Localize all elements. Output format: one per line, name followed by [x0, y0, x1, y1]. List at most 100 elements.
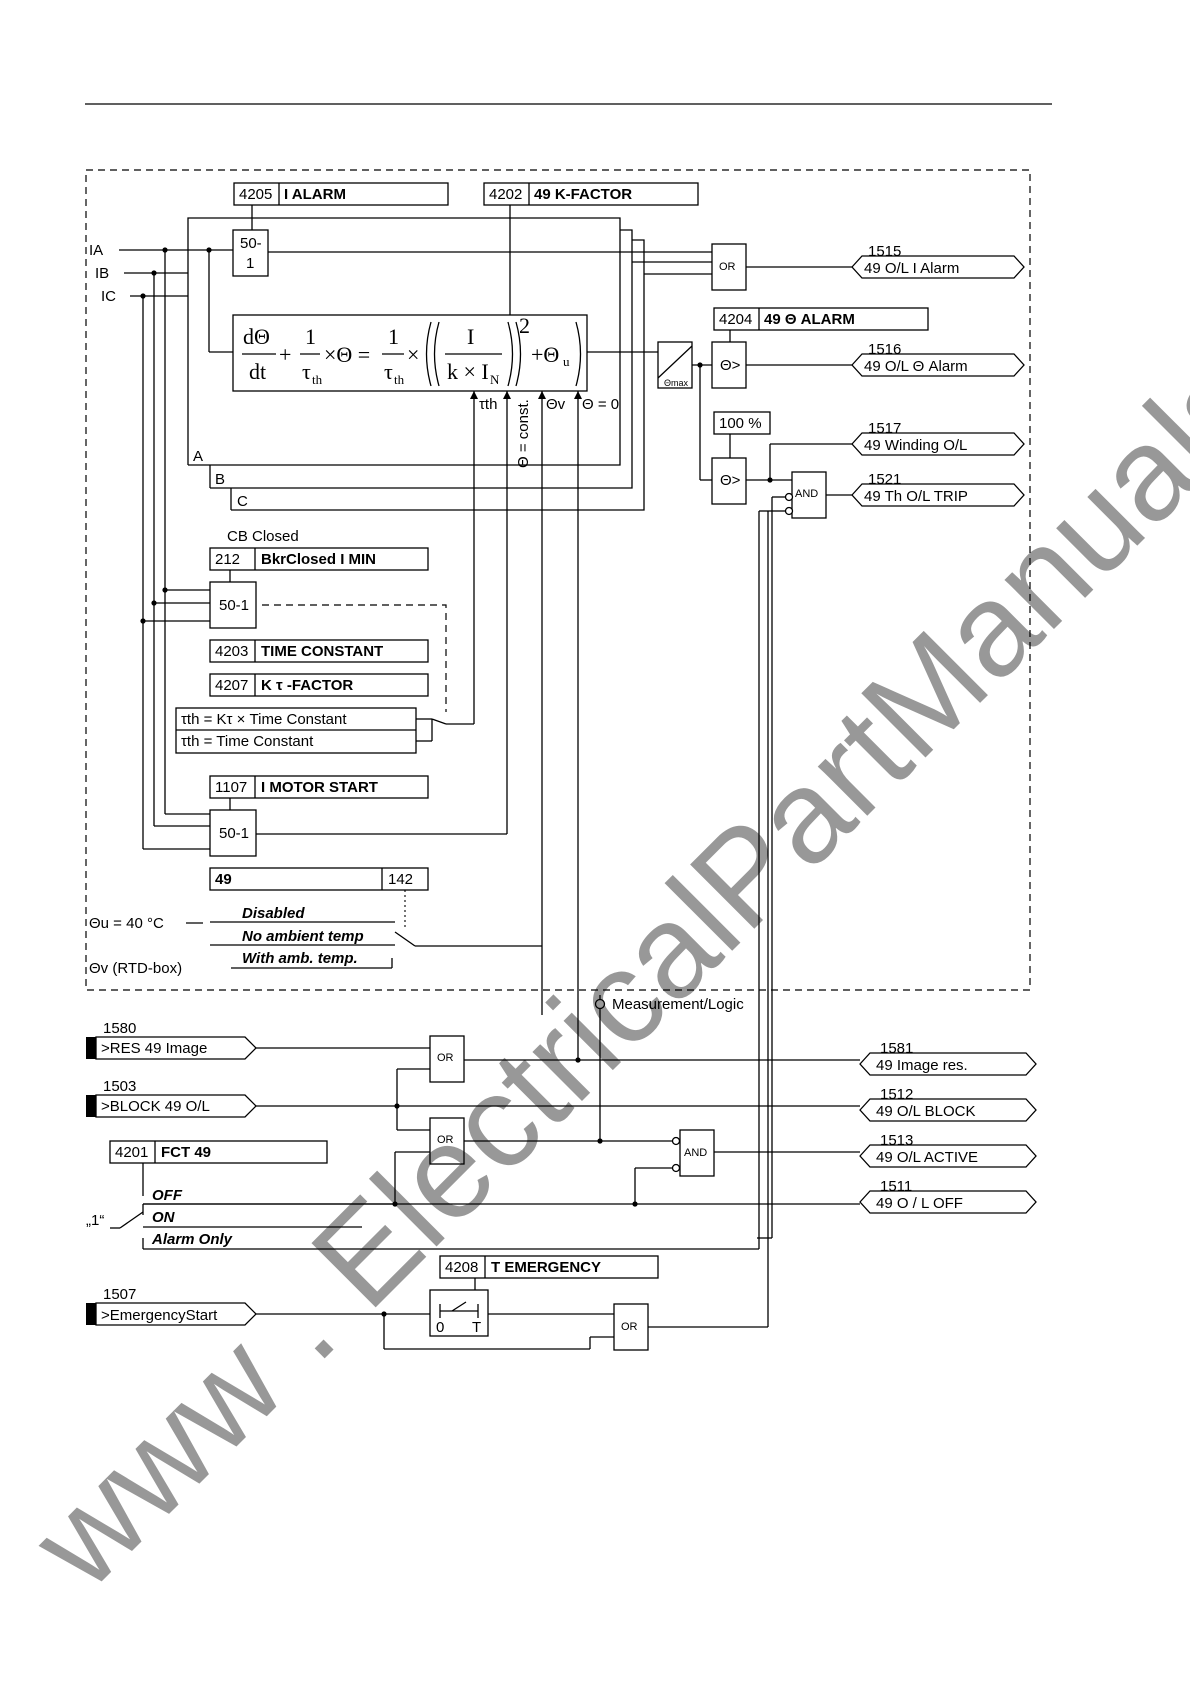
svg-text:49: 49 — [215, 871, 232, 888]
svg-text:+Θ: +Θ — [531, 342, 559, 367]
svg-text:I MOTOR START: I MOTOR START — [261, 779, 378, 796]
svg-text:dt: dt — [249, 359, 266, 384]
param-i-motor-start: 1107 I MOTOR START — [209, 775, 429, 810]
svg-text:dΘ: dΘ — [243, 324, 270, 349]
svg-text:×Θ =: ×Θ = — [324, 342, 370, 367]
param-time-constant: 4203 TIME CONSTANT — [209, 639, 429, 663]
svg-text:49 Image res.: 49 Image res. — [876, 1057, 968, 1074]
svg-text:I ALARM: I ALARM — [284, 186, 346, 203]
svg-text:„1“: „1“ — [86, 1212, 104, 1229]
fifty-1-motor-start: 50-1 — [143, 809, 507, 857]
output-1517: 1517 49 Winding O/L — [851, 420, 1025, 456]
svg-text:49 Θ ALARM: 49 Θ ALARM — [764, 311, 855, 328]
svg-text:49 O/L Θ Alarm: 49 O/L Θ Alarm — [864, 358, 968, 375]
svg-text:100 %: 100 % — [719, 415, 762, 432]
svg-text:>BLOCK 49 O/L: >BLOCK 49 O/L — [101, 1098, 210, 1115]
theta-gt-trip: Θ> — [711, 443, 852, 505]
output-1521: 1521 49 Th O/L TRIP — [851, 471, 1025, 507]
param-49-mode: 49 142 — [209, 867, 429, 930]
and-gate-trip: AND — [757, 471, 852, 1314]
svg-text:With amb. temp.: With amb. temp. — [242, 950, 358, 967]
svg-text:2: 2 — [519, 313, 530, 338]
svg-text:1503: 1503 — [103, 1078, 136, 1095]
svg-text:4207: 4207 — [215, 677, 248, 694]
binary-input-block-49: 1503 >BLOCK 49 O/L — [86, 1078, 860, 1131]
output-1513: 1513 49 O/L ACTIVE — [859, 1132, 1037, 1168]
svg-text:No ambient temp: No ambient temp — [242, 928, 364, 945]
svg-text:1: 1 — [246, 255, 254, 272]
svg-text:OR: OR — [621, 1321, 638, 1333]
output-1512: 1512 49 O/L BLOCK — [859, 1086, 1037, 1122]
theta-max-block: Θmax — [657, 341, 712, 481]
theta-zero-label: Θ = 0 — [582, 396, 619, 413]
svg-text:50-1: 50-1 — [219, 825, 249, 842]
fifty-1-i-alarm: 50- 1 — [232, 205, 712, 277]
measurement-logic-label: Measurement/Logic — [612, 996, 744, 1013]
svg-text:4208: 4208 — [445, 1259, 478, 1276]
svg-text:0: 0 — [436, 1319, 444, 1336]
theta-u-label: Θu = 40 °C — [89, 915, 164, 932]
svg-text:OFF: OFF — [152, 1187, 183, 1204]
svg-text:τth = Time Constant: τth = Time Constant — [181, 733, 314, 750]
output-1516: 1516 49 O/L Θ Alarm — [851, 341, 1025, 377]
ambient-selector: Disabled No ambient temp With amb. temp. — [186, 905, 542, 969]
svg-text:OR: OR — [719, 261, 736, 273]
svg-text:50-1: 50-1 — [219, 597, 249, 614]
svg-text:49 O/L I Alarm: 49 O/L I Alarm — [864, 260, 959, 277]
svg-text:49 Winding O/L: 49 Winding O/L — [864, 437, 967, 454]
param-theta-alarm: 4204 49 Θ ALARM — [713, 307, 929, 342]
svg-text:TIME CONSTANT: TIME CONSTANT — [261, 643, 383, 660]
svg-text:OR: OR — [437, 1052, 454, 1064]
svg-text:τth = Kτ × Time Constant: τth = Kτ × Time Constant — [181, 711, 347, 728]
or-gate-i-alarm: OR — [632, 243, 852, 291]
param-k-factor: 4202 49 K-FACTOR — [483, 182, 699, 206]
svg-text:T EMERGENCY: T EMERGENCY — [491, 1259, 601, 1276]
binary-input-res-49-image: 1580 >RES 49 Image — [86, 1020, 430, 1060]
output-1581: 1581 49 Image res. — [859, 1040, 1037, 1076]
svg-text:I: I — [467, 324, 474, 349]
measurement-frame — [85, 169, 1031, 991]
fifty-1-cb-closed: 50-1 — [140, 581, 447, 712]
svg-text:>EmergencyStart: >EmergencyStart — [101, 1307, 218, 1324]
svg-text:Θmax: Θmax — [664, 378, 689, 388]
param-i-alarm: 4205 I ALARM — [233, 182, 449, 206]
or-gate-block: OR — [394, 1117, 680, 1204]
svg-text:1: 1 — [305, 324, 316, 349]
svg-text:N: N — [490, 372, 500, 387]
theta-const-label: Θ = const. — [515, 399, 532, 468]
svg-text:Θ>: Θ> — [720, 357, 741, 374]
svg-text:4205: 4205 — [239, 186, 272, 203]
svg-text:1107: 1107 — [215, 779, 247, 796]
svg-text:4203: 4203 — [215, 643, 248, 660]
phase-b-label: B — [215, 471, 225, 488]
fct-selector: „1“ OFF ON Alarm Only — [86, 510, 860, 1250]
output-1515: 1515 49 O/L I Alarm — [851, 243, 1025, 279]
or-gate-image-reset: OR — [396, 1035, 860, 1106]
svg-text:+: + — [279, 342, 291, 367]
input-ia: IA — [89, 242, 103, 259]
measurement-logic-marker — [594, 998, 606, 1010]
svg-text:τ: τ — [302, 359, 311, 384]
svg-text:AND: AND — [684, 1147, 707, 1159]
cb-closed-label: CB Closed — [227, 528, 299, 545]
svg-text:BkrClosed I MIN: BkrClosed I MIN — [261, 551, 376, 568]
svg-text:49 Th O/L TRIP: 49 Th O/L TRIP — [864, 488, 968, 505]
param-t-emergency: 4208 T EMERGENCY — [439, 1255, 659, 1290]
hundred-percent-setting: 100 % — [713, 411, 771, 458]
input-wires — [119, 247, 233, 849]
tau-th-input-label: τth — [479, 396, 497, 413]
svg-text:Alarm Only: Alarm Only — [151, 1231, 233, 1248]
svg-text:142: 142 — [388, 871, 413, 888]
watermark: www . ElectricalPartManuals . com — [3, 74, 1190, 1615]
svg-text:49 O / L OFF: 49 O / L OFF — [876, 1195, 963, 1212]
svg-text:th: th — [394, 372, 405, 387]
or-gate-emergency: OR — [613, 1303, 769, 1351]
svg-text:4201: 4201 — [115, 1144, 148, 1161]
svg-text:Disabled: Disabled — [242, 905, 305, 922]
input-ib: IB — [95, 265, 109, 282]
theta-v-label: Θv — [546, 396, 566, 413]
svg-text:ON: ON — [152, 1209, 176, 1226]
svg-text:×: × — [407, 342, 419, 367]
tau-switch: τth = Kτ × Time Constant τth = Time Cons… — [175, 707, 474, 754]
